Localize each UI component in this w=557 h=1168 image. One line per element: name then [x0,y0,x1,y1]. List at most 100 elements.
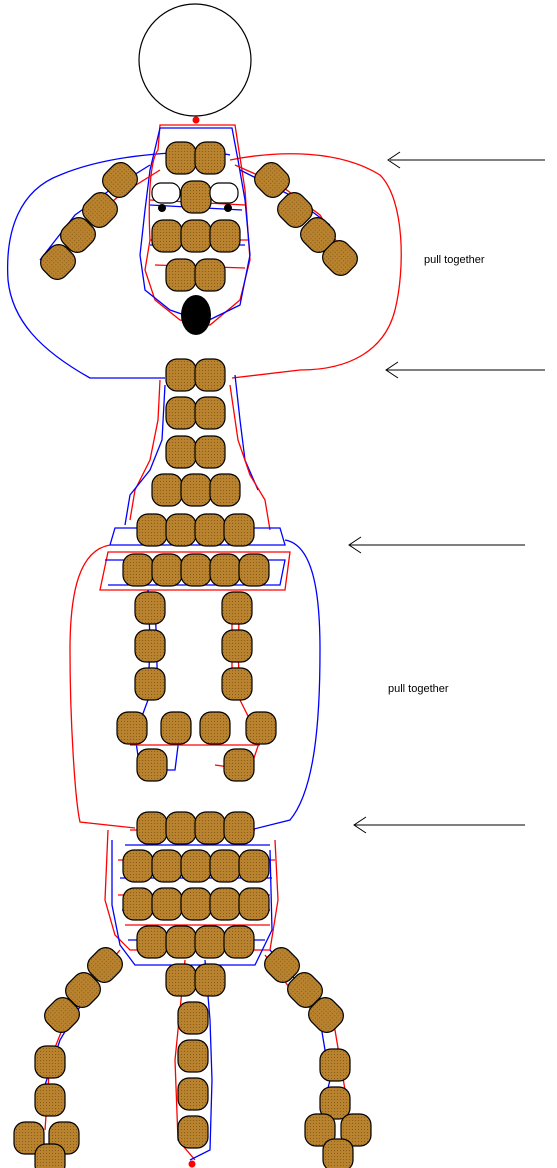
bead [136,925,168,959]
bead [122,849,154,883]
bead [277,192,313,228]
bead [165,925,197,959]
bead [223,748,255,782]
bead [319,1086,351,1120]
bead [165,963,197,997]
bead [308,997,344,1033]
bead [177,1039,209,1073]
nose-bead [181,295,211,335]
bead [180,219,212,253]
bead [254,162,290,198]
bead [264,947,300,983]
bead [177,1001,209,1035]
bead [180,849,212,883]
bead [177,1115,209,1149]
bead [221,667,253,701]
bead [223,513,255,547]
bead [40,244,76,280]
bead [122,887,154,921]
bead [44,997,80,1033]
label-pull-together-bottom: pull together [388,683,449,695]
bead [194,963,226,997]
arrow-3 [348,536,525,554]
arrow-1 [387,151,545,169]
bead [209,553,241,587]
head-ring [138,3,252,117]
pull-arrows [348,151,545,834]
bead [87,947,123,983]
bead [194,811,226,845]
bead [165,811,197,845]
label-pull-together-top: pull together [424,254,485,266]
bead [322,240,358,276]
bead [194,258,226,292]
bead [151,887,183,921]
eye-bead-right [209,182,239,204]
bead [151,473,183,507]
bead [209,887,241,921]
bead [134,667,166,701]
eye-pupil-right [224,204,232,212]
bead [165,396,197,430]
bead [221,629,253,663]
bead [238,849,270,883]
bead [238,887,270,921]
bead [319,1048,351,1082]
bead [151,219,183,253]
bead [245,711,277,745]
bead [134,629,166,663]
thread-knot-bottom [188,1160,196,1168]
thread-knot-top [192,116,200,124]
bead [122,553,154,587]
bead [136,748,168,782]
bead [199,711,231,745]
bead [223,811,255,845]
bead [194,513,226,547]
bead [194,396,226,430]
bead [221,591,253,625]
bead [136,513,168,547]
bead [223,925,255,959]
bead [160,711,192,745]
bead [194,435,226,469]
arrow-4 [353,816,525,834]
bead [304,1113,336,1147]
bead [209,219,241,253]
bead [165,258,197,292]
bead [151,849,183,883]
beads [13,141,372,1168]
bead [34,1045,66,1079]
bead [194,358,226,392]
bead [180,887,212,921]
bead [165,513,197,547]
eye-pupil-left [158,204,166,212]
bead [180,473,212,507]
bead [116,711,148,745]
bead [34,1143,66,1168]
bead [238,553,270,587]
bead [151,553,183,587]
bead [34,1083,66,1117]
bead [322,1138,354,1168]
eye-bead-left [151,182,181,204]
bead [194,925,226,959]
bead [177,1077,209,1111]
bead [60,217,96,253]
bead [136,811,168,845]
bead [180,180,212,214]
bead [180,553,212,587]
bead [102,162,138,198]
bead [13,1121,45,1155]
bead [209,473,241,507]
bead [209,849,241,883]
bead [194,141,226,175]
arrow-2 [385,361,545,379]
face-features [151,182,239,335]
bead [165,358,197,392]
bead [340,1113,372,1147]
bead [134,591,166,625]
bead [165,141,197,175]
bead [82,192,118,228]
bead [165,435,197,469]
